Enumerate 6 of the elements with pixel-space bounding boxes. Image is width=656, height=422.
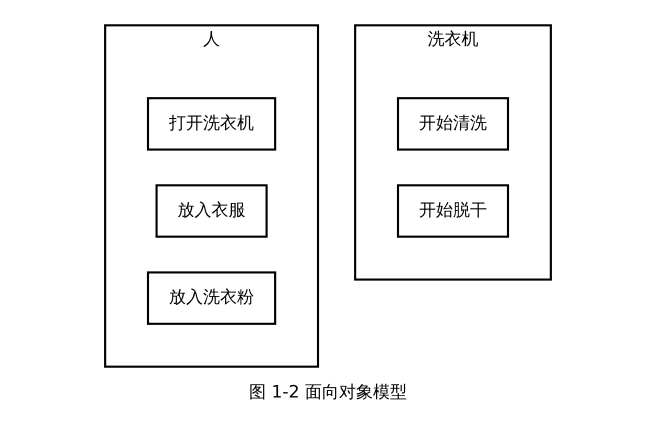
node-box: 打开洗衣机 <box>146 97 276 151</box>
node-box: 放入洗衣粉 <box>146 271 276 325</box>
node-box: 开始清洗 <box>396 97 510 151</box>
node-box: 放入衣服 <box>156 184 268 238</box>
caption: 图 1-2 面向对象模型 <box>249 382 407 403</box>
node-box: 开始脱干 <box>396 184 510 238</box>
